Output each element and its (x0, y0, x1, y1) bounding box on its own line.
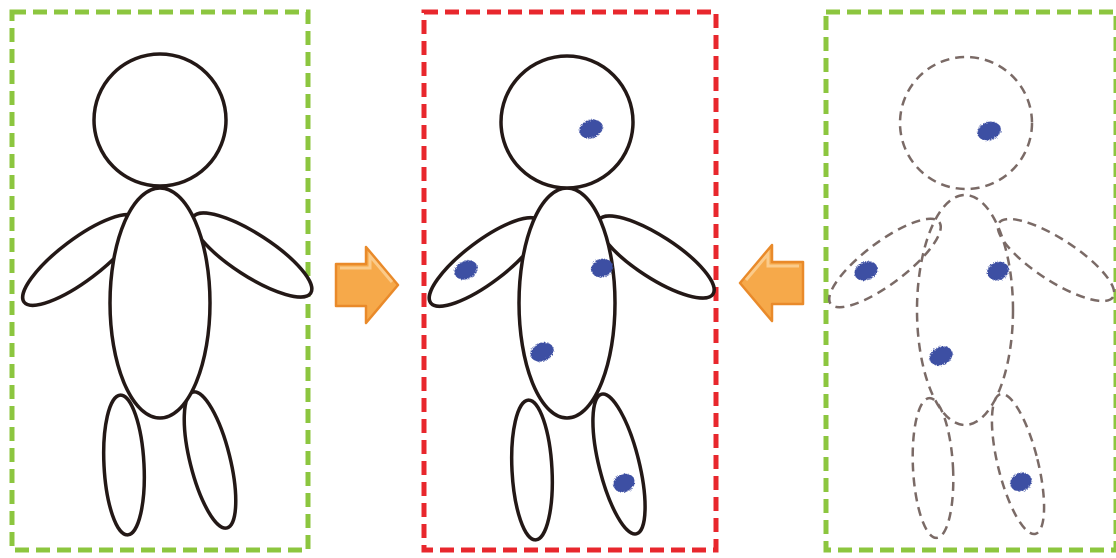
figure-body (519, 188, 615, 418)
figure-left-leg (100, 394, 147, 536)
arrow-left-icon (740, 245, 803, 321)
figure-body (110, 188, 210, 418)
ghost-left-arm (818, 205, 952, 320)
ghost-head (900, 57, 1032, 189)
spot-right-leg (1008, 470, 1035, 494)
panel-combined-figure (418, 12, 724, 550)
arrow-right-icon (336, 247, 398, 323)
figure-right-leg (174, 387, 247, 533)
ghost-body (917, 195, 1013, 425)
panel-plain-figure (11, 12, 322, 550)
figure-head (501, 56, 633, 188)
ghost-right-arm (988, 205, 1116, 314)
panel-spots-figure (818, 12, 1116, 550)
figure-combined (418, 56, 724, 541)
figure-head (94, 54, 226, 186)
figure-ghost-outline (818, 57, 1116, 539)
panel-frame-green-right (826, 12, 1116, 550)
spot-body-lower (926, 343, 955, 369)
spots-only (851, 118, 1034, 494)
figure-plain (11, 54, 322, 536)
spot-head (975, 118, 1004, 143)
figure-right-leg (582, 389, 656, 538)
spot-body-upper (985, 259, 1012, 283)
figure-left-leg (508, 399, 555, 541)
ghost-right-leg (981, 389, 1055, 538)
